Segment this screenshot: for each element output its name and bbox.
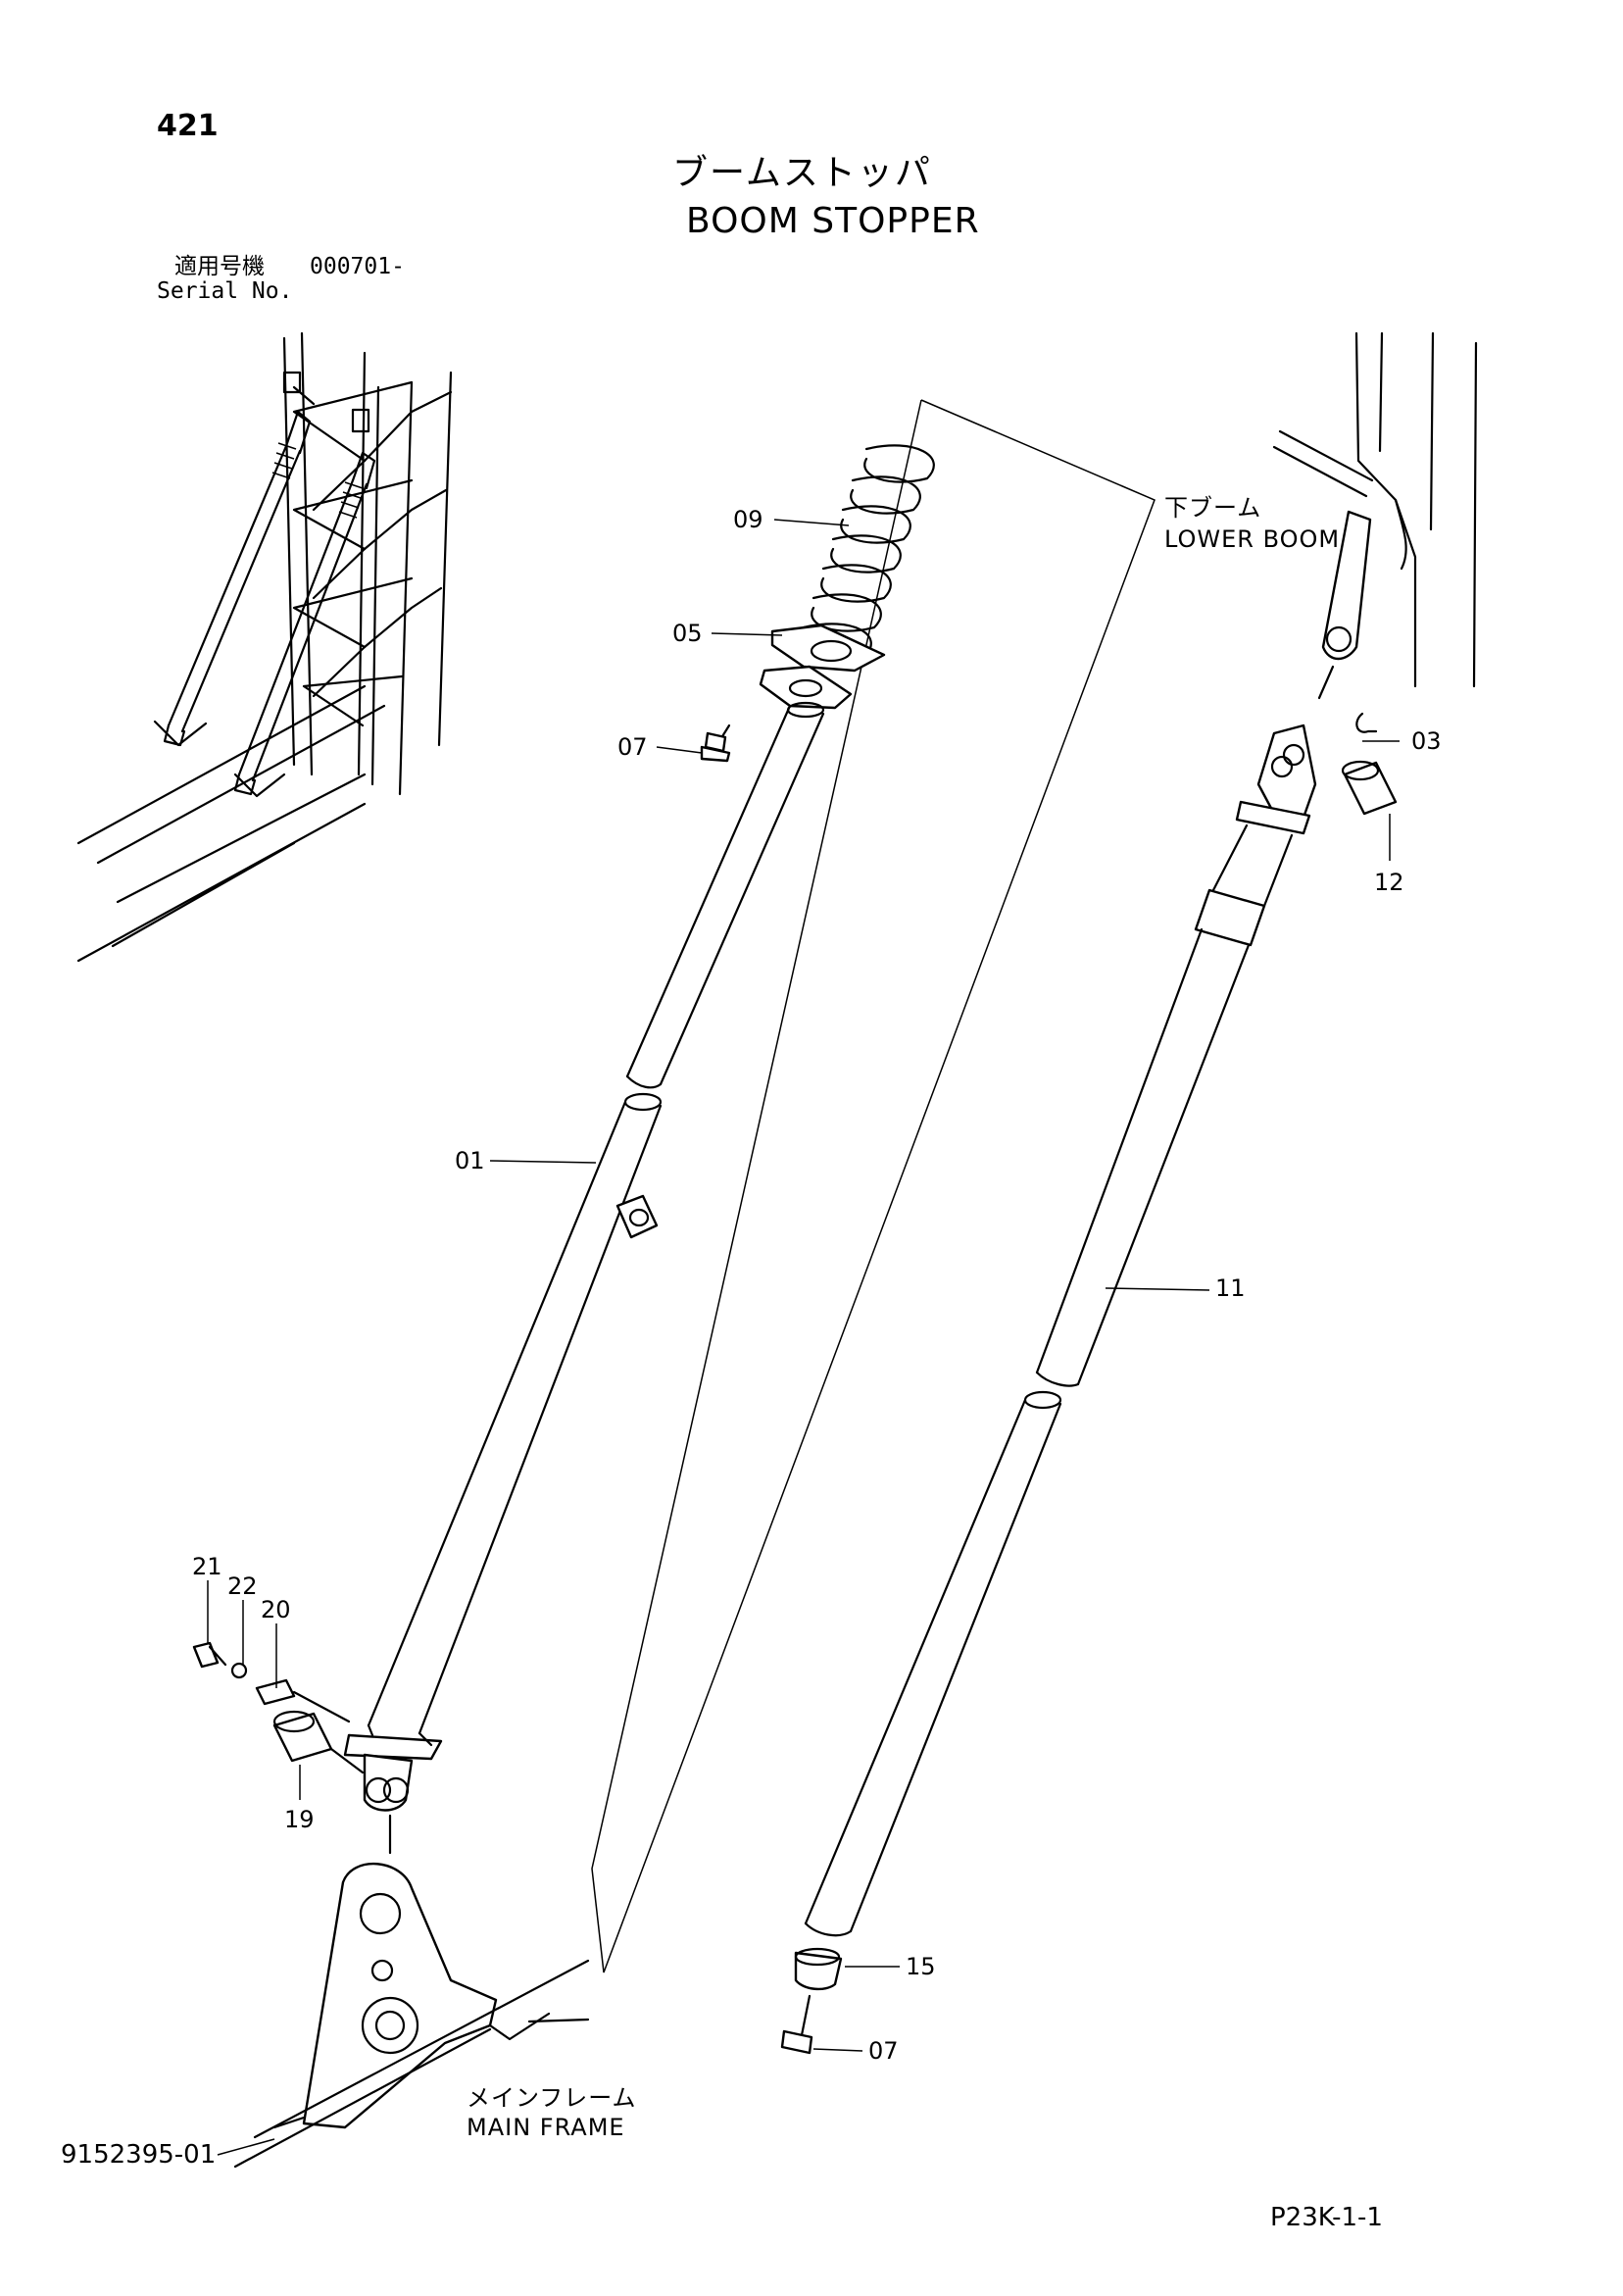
main-frame-label-japanese: メインフレーム <box>467 2084 637 2112</box>
callout-19: 19 <box>284 1806 315 1833</box>
stopper-assembly-left <box>343 444 935 1812</box>
callout-01: 01 <box>455 1147 485 1174</box>
title-japanese: ブームストッパ <box>672 153 932 193</box>
serial-value: 000701- <box>310 254 405 279</box>
bolt-21 <box>192 1641 220 1669</box>
overview-sketch <box>76 331 453 963</box>
main-frame-bracket <box>233 1862 590 2169</box>
page-number: 421 <box>157 109 219 143</box>
stopper-assembly-right <box>780 331 1478 2055</box>
serial-label-english: Serial No. <box>157 278 292 304</box>
plate-20 <box>255 1678 296 1706</box>
drawing-number: 9152395-01 <box>61 2140 216 2170</box>
callout-07-upper: 07 <box>617 733 648 761</box>
callout-03: 03 <box>1411 727 1442 755</box>
callout-15: 15 <box>906 1953 936 1980</box>
spring-09 <box>801 444 935 662</box>
cap-15 <box>794 1951 843 1991</box>
cotter-pin-03 <box>1355 712 1378 733</box>
callout-21: 21 <box>192 1553 222 1580</box>
main-frame-label-english: MAIN FRAME <box>467 2114 625 2141</box>
lower-boom-label-japanese: 下ブーム <box>1164 494 1261 522</box>
serial-label-japanese: 適用号機 <box>174 254 265 279</box>
callout-22: 22 <box>227 1572 258 1600</box>
plate-05 <box>770 624 886 673</box>
explosion-guide <box>591 399 1156 1973</box>
leader-lines <box>207 519 1400 2052</box>
callout-20: 20 <box>261 1596 291 1623</box>
pin-19 <box>272 1712 333 1763</box>
callout-09: 09 <box>733 506 763 533</box>
title-english: BOOM STOPPER <box>686 201 980 241</box>
pin-set-19-20-21-22 <box>192 1641 392 1855</box>
callout-12: 12 <box>1374 869 1404 896</box>
lower-boom-label-english: LOWER BOOM <box>1164 525 1340 553</box>
callout-05: 05 <box>672 620 703 647</box>
callout-07-lower: 07 <box>868 2037 899 2065</box>
page-code: P23K-1-1 <box>1270 2203 1383 2232</box>
washer-22 <box>230 1662 248 1679</box>
callout-11: 11 <box>1215 1274 1246 1302</box>
pin-12 <box>1343 761 1398 816</box>
